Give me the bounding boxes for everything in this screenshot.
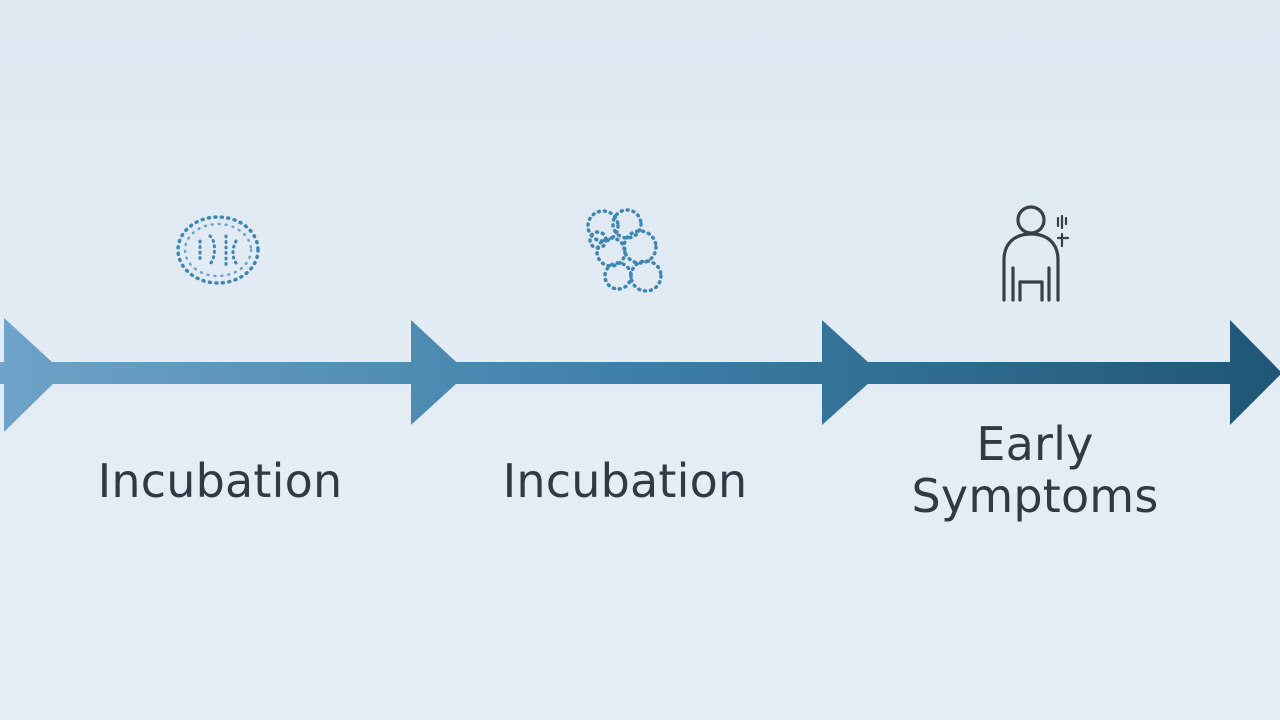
timeline-shaft — [0, 362, 1245, 384]
cell-cluster-icon — [586, 208, 663, 293]
stage-label-incubation-2: Incubation — [502, 454, 748, 508]
arrowhead-2 — [411, 320, 468, 425]
stage-label-incubation-1: Incubation — [97, 454, 343, 508]
virus-particle-icon — [176, 215, 260, 285]
arrowhead-4 — [1230, 320, 1280, 425]
sick-person-icon — [1002, 205, 1070, 302]
arrowhead-3 — [822, 320, 880, 425]
stage-label-early-symptoms: Early Symptoms — [911, 417, 1159, 523]
arrowhead-1 — [4, 318, 64, 432]
